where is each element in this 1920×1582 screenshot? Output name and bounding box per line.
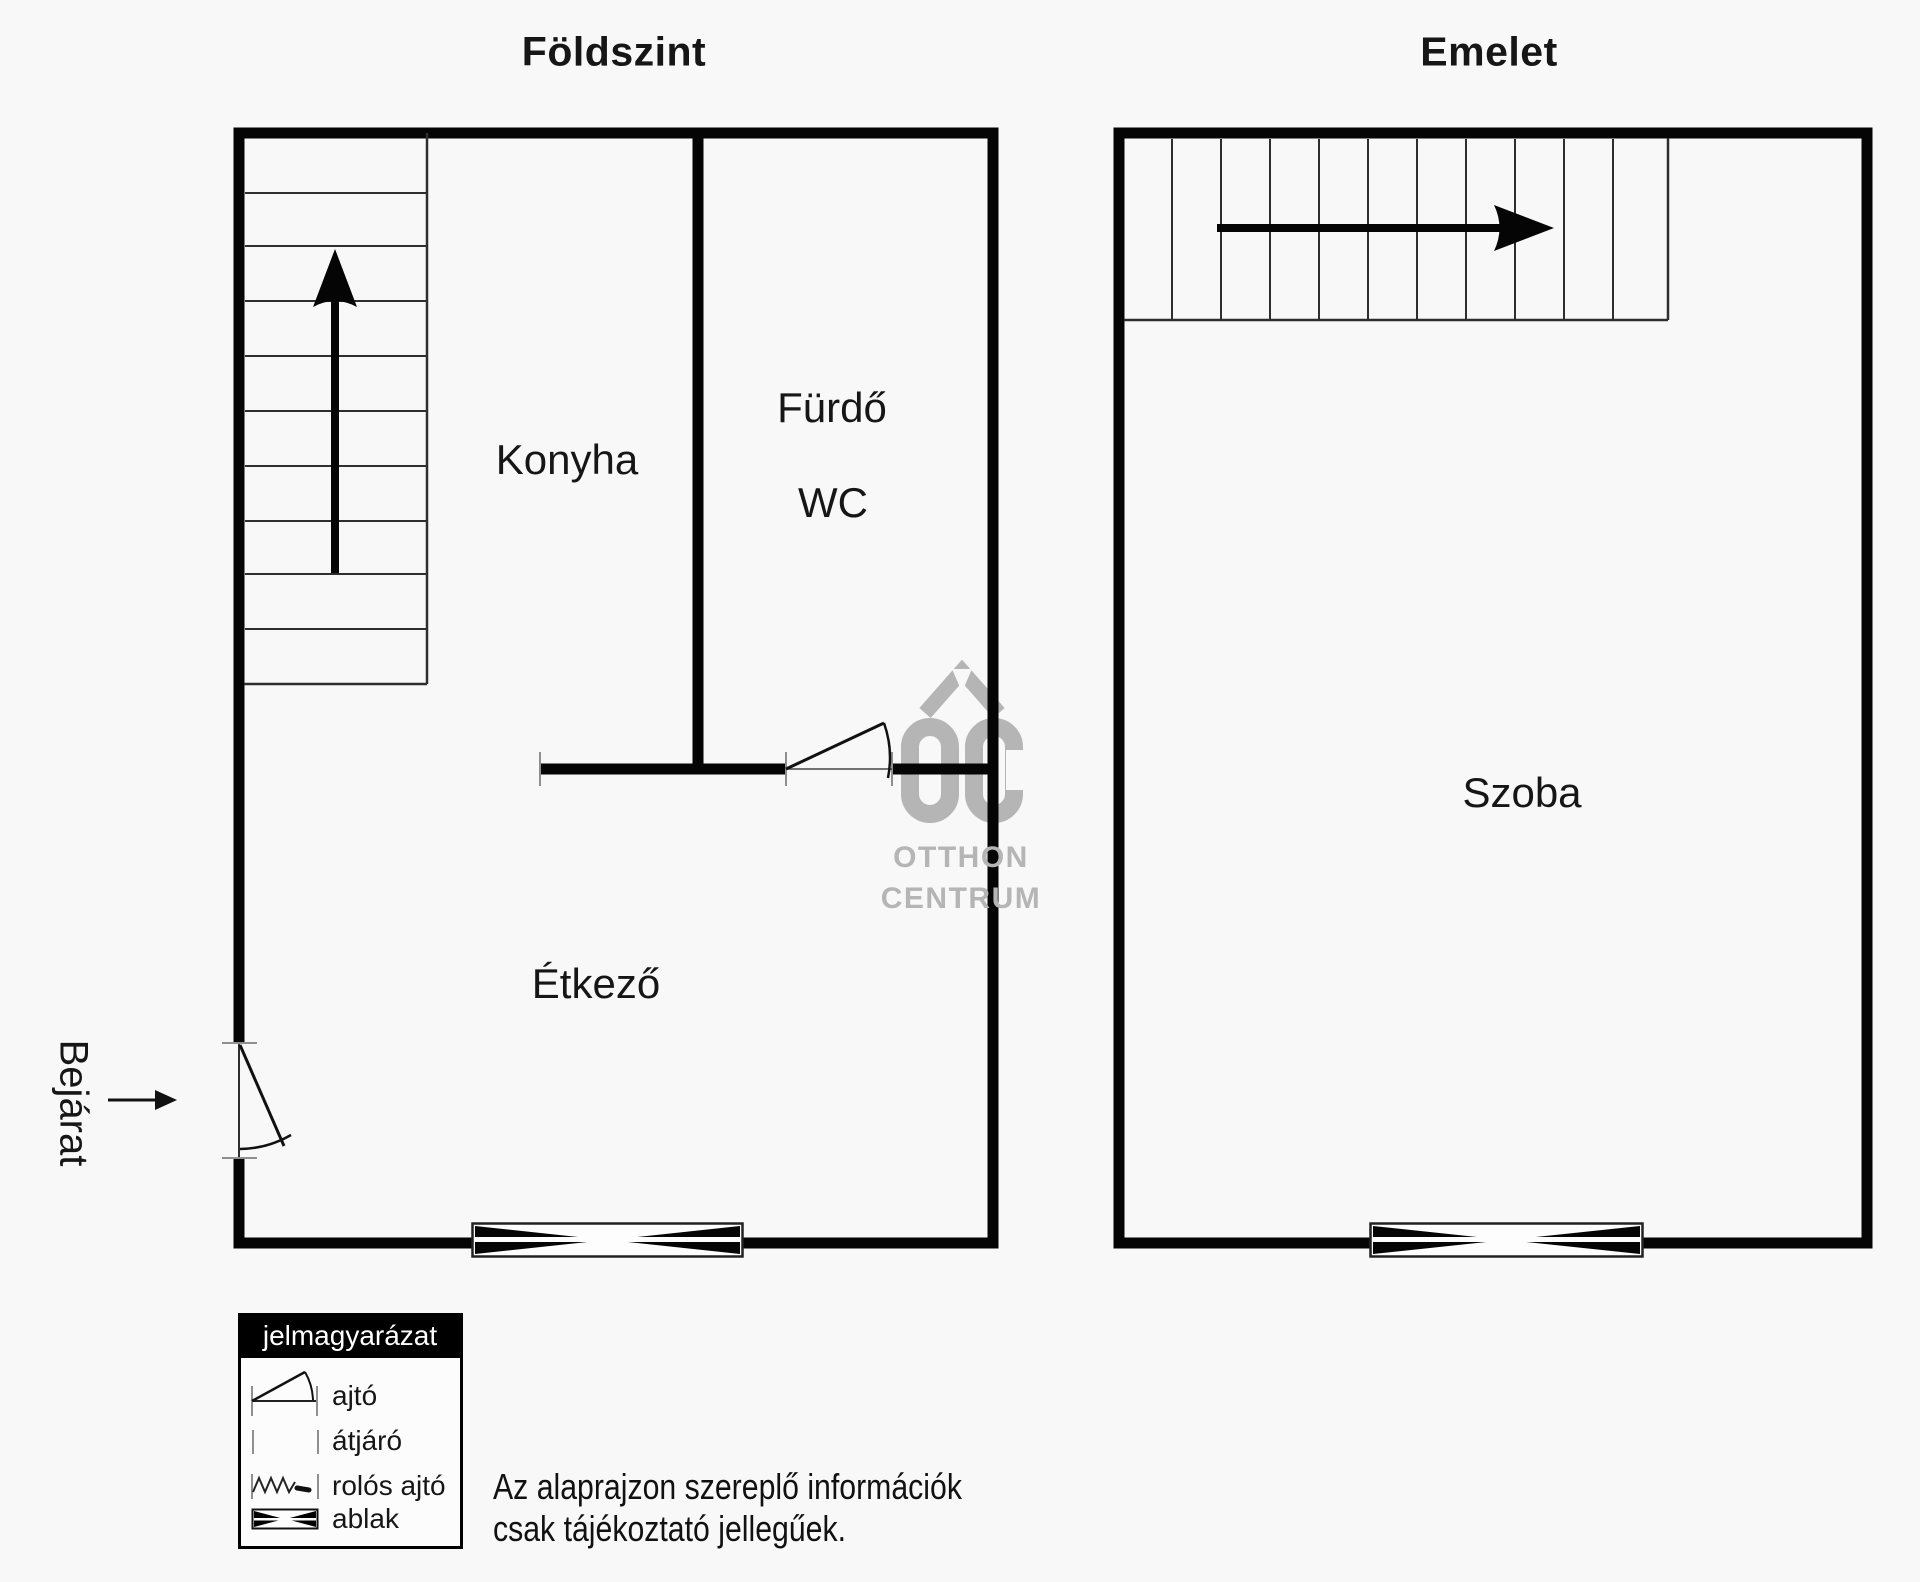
legend-item-roller-door: rolós ajtó: [332, 1470, 446, 1501]
disclaimer-line-2: csak tájékoztató jellegűek.: [493, 1508, 847, 1549]
emelet-plan: [1113, 127, 1873, 1258]
entrance-label: Bejárat: [51, 1039, 96, 1167]
room-label-etkezo: Étkező: [531, 960, 661, 1007]
legend-symbol-passage: [252, 1430, 319, 1454]
bathroom-door: [785, 721, 892, 779]
legend-box: [238, 1313, 463, 1549]
legend-title: jelmagyarázat: [262, 1320, 438, 1351]
room-label-szoba: Szoba: [1462, 769, 1582, 816]
konyha-bathroom-walls: [539, 130, 998, 786]
watermark-text-otthon: OTTHON: [893, 841, 1029, 874]
room-label-furdo: Fürdő: [777, 384, 887, 431]
legend-item-passage: átjáró: [332, 1425, 403, 1456]
stairs-up-arrow-icon: [313, 249, 357, 573]
watermark-roof-icon: [919, 659, 1005, 718]
room-label-wc: WC: [798, 479, 868, 526]
room-label-konyha: Konyha: [495, 436, 639, 483]
floor-title-foldszint: Földszint: [521, 28, 707, 75]
emelet-outer-walls: [1113, 127, 1873, 1249]
stairs-direction-arrow-icon: [1217, 205, 1554, 251]
entrance-door: [238, 1044, 292, 1151]
foldszint-plan: [108, 127, 999, 1258]
legend-item-window: ablak: [332, 1503, 399, 1534]
legend-symbol-window: [251, 1508, 319, 1530]
legend-symbol-door: [251, 1370, 318, 1416]
watermark-text-centrum: CENTRUM: [880, 882, 1042, 915]
floor-title-emelet: Emelet: [1420, 28, 1558, 75]
legend-item-door: ajtó: [332, 1380, 378, 1411]
legend-symbol-roller-door: [251, 1474, 319, 1499]
emelet-window: [1369, 1222, 1644, 1258]
disclaimer-line-1: Az alaprajzon szereplő információk: [493, 1466, 962, 1507]
entrance-arrow-icon: [108, 1090, 177, 1110]
foldszint-window: [471, 1222, 744, 1258]
